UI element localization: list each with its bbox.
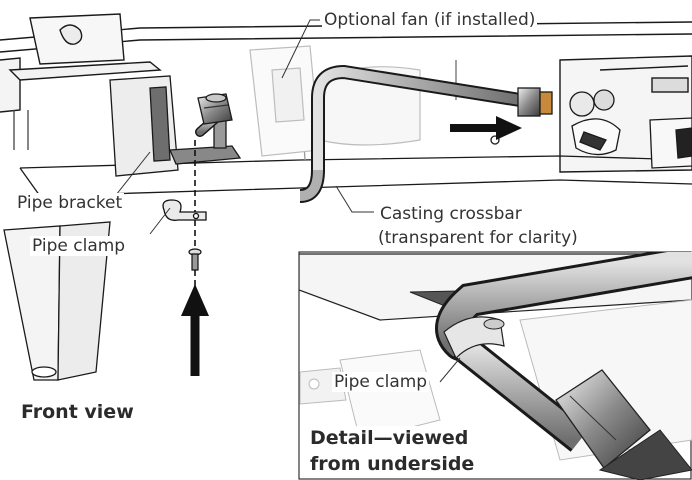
label-transparent-note: (transparent for clarity) [378,228,578,248]
detail-inset [298,251,692,480]
valve-assembly [517,87,692,169]
label-casting-crossbar: Casting crossbar [378,204,524,224]
label-optional-fan: Optional fan (if installed) [322,10,538,30]
leader-lines [111,19,374,235]
pipe-fitting-left [197,93,233,125]
label-detail-line1: Detail—viewed [308,426,471,450]
label-front-view: Front view [21,401,134,423]
label-detail-pipe-clamp: Pipe clamp [332,372,430,392]
optional-fan [249,45,421,157]
label-detail-line2: from underside [308,452,477,476]
arrow-right-icon [450,116,522,140]
gas-pipe [195,64,522,203]
pipe-clamp-icon [162,199,207,221]
pipe-bracket [109,75,242,177]
left-leg [3,110,111,381]
screw-icon [188,248,202,271]
label-pipe-clamp: Pipe clamp [30,236,128,256]
arrow-up-icon [181,284,209,376]
label-pipe-bracket: Pipe bracket [15,193,125,213]
